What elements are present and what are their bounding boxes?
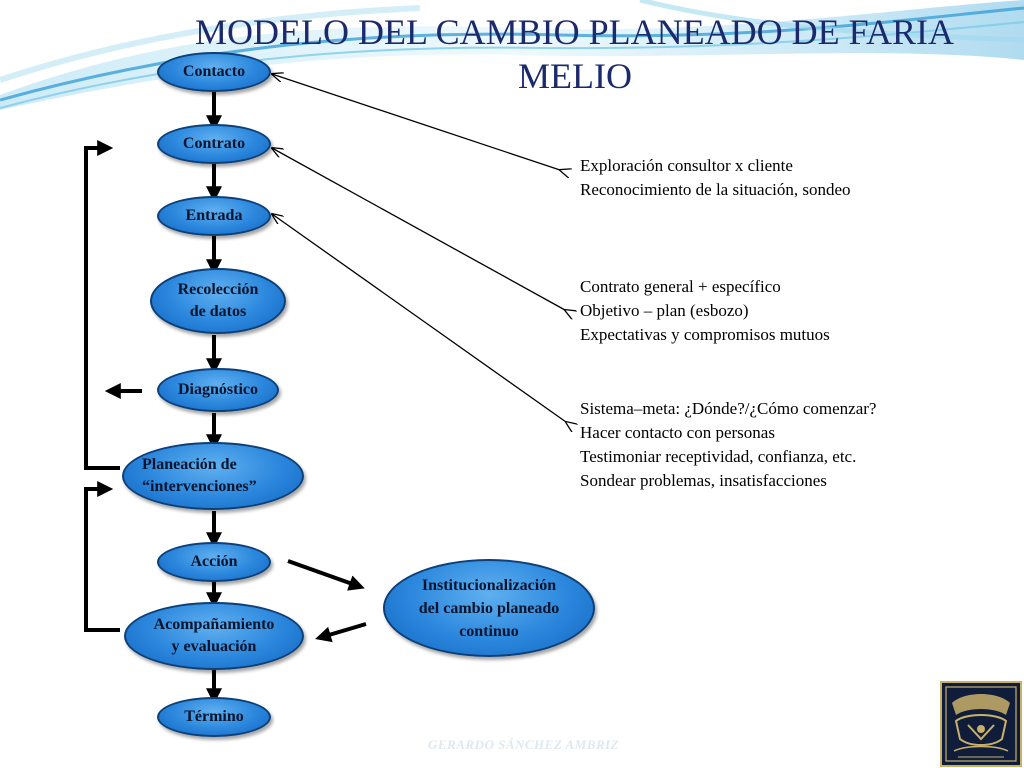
- node-acompanamiento: Acompañamiento y evaluación: [124, 602, 304, 670]
- node-accion: Acción: [157, 542, 271, 582]
- unam-seal-icon: [940, 681, 1022, 767]
- description-line: Hacer contacto con personas: [580, 423, 775, 442]
- node-contacto: Contacto: [157, 52, 271, 92]
- node-recoleccion: Recolección de datos: [150, 268, 286, 334]
- feedback-loops: [84, 140, 142, 632]
- node-entrada-label: Entrada: [185, 207, 243, 224]
- description-line: Testimoniar receptividad, confianza, etc…: [580, 447, 857, 466]
- description-line: Sistema–meta: ¿Dónde?/¿Cómo comenzar?: [580, 399, 877, 418]
- link-contrato-desc: [272, 148, 565, 310]
- loop-planeacion-to-contrato: [84, 140, 120, 470]
- node-termino: Término: [157, 697, 271, 737]
- institucionalizacion-arrows: [287, 559, 367, 643]
- node-planeacion: Planeación de “intervenciones”: [122, 442, 304, 510]
- node-institucionalizacion-label: Institucionalización del cambio planeado…: [418, 576, 560, 640]
- arrow-institucionalizacion-to-acompanamiento: [315, 622, 367, 643]
- node-contrato-label: Contrato: [182, 135, 246, 152]
- node-contrato: Contrato: [157, 124, 271, 164]
- description-contacto: Exploración consultor x cliente Reconoci…: [580, 154, 851, 202]
- node-acompanamiento-label: Acompañamiento y evaluación: [153, 616, 275, 655]
- node-planeacion-label: Planeación de “intervenciones”: [142, 456, 257, 495]
- description-line: Contrato general + específico: [580, 277, 781, 296]
- node-institucionalizacion: Institucionalización del cambio planeado…: [383, 559, 595, 657]
- node-contacto-label: Contacto: [182, 63, 246, 80]
- node-diagnostico: Diagnóstico: [157, 368, 279, 412]
- node-diagnostico-label: Diagnóstico: [178, 381, 258, 398]
- description-line: Exploración consultor x cliente: [580, 156, 793, 175]
- description-line: Sondear problemas, insatisfacciones: [580, 471, 827, 490]
- description-contrato: Contrato general + específico Objetivo –…: [580, 275, 830, 347]
- footer-author: GERARDO SÁNCHEZ AMBRIZ: [428, 737, 620, 752]
- description-line: Reconocimiento de la situación, sondeo: [580, 180, 851, 199]
- node-entrada: Entrada: [157, 196, 271, 236]
- link-entrada-desc: [272, 214, 566, 422]
- description-line: Expectativas y compromisos mutuos: [580, 325, 830, 344]
- slide-title: MODELO DEL CAMBIO PLANEADO DE FARIA MELI…: [195, 10, 1024, 98]
- loop-acompanamiento-to-planeacion: [84, 481, 120, 632]
- title-line-1: MODELO DEL CAMBIO PLANEADO DE FARIA: [195, 12, 954, 52]
- node-accion-label: Acción: [190, 553, 238, 570]
- arrow-accion-to-institucionalizacion: [287, 559, 365, 591]
- node-termino-label: Término: [184, 708, 244, 725]
- description-arrows: [272, 74, 566, 422]
- description-entrada: Sistema–meta: ¿Dónde?/¿Cómo comenzar? Ha…: [580, 397, 876, 493]
- description-line: Objetivo – plan (esbozo): [580, 301, 749, 320]
- node-recoleccion-label: Recolección de datos: [177, 281, 259, 320]
